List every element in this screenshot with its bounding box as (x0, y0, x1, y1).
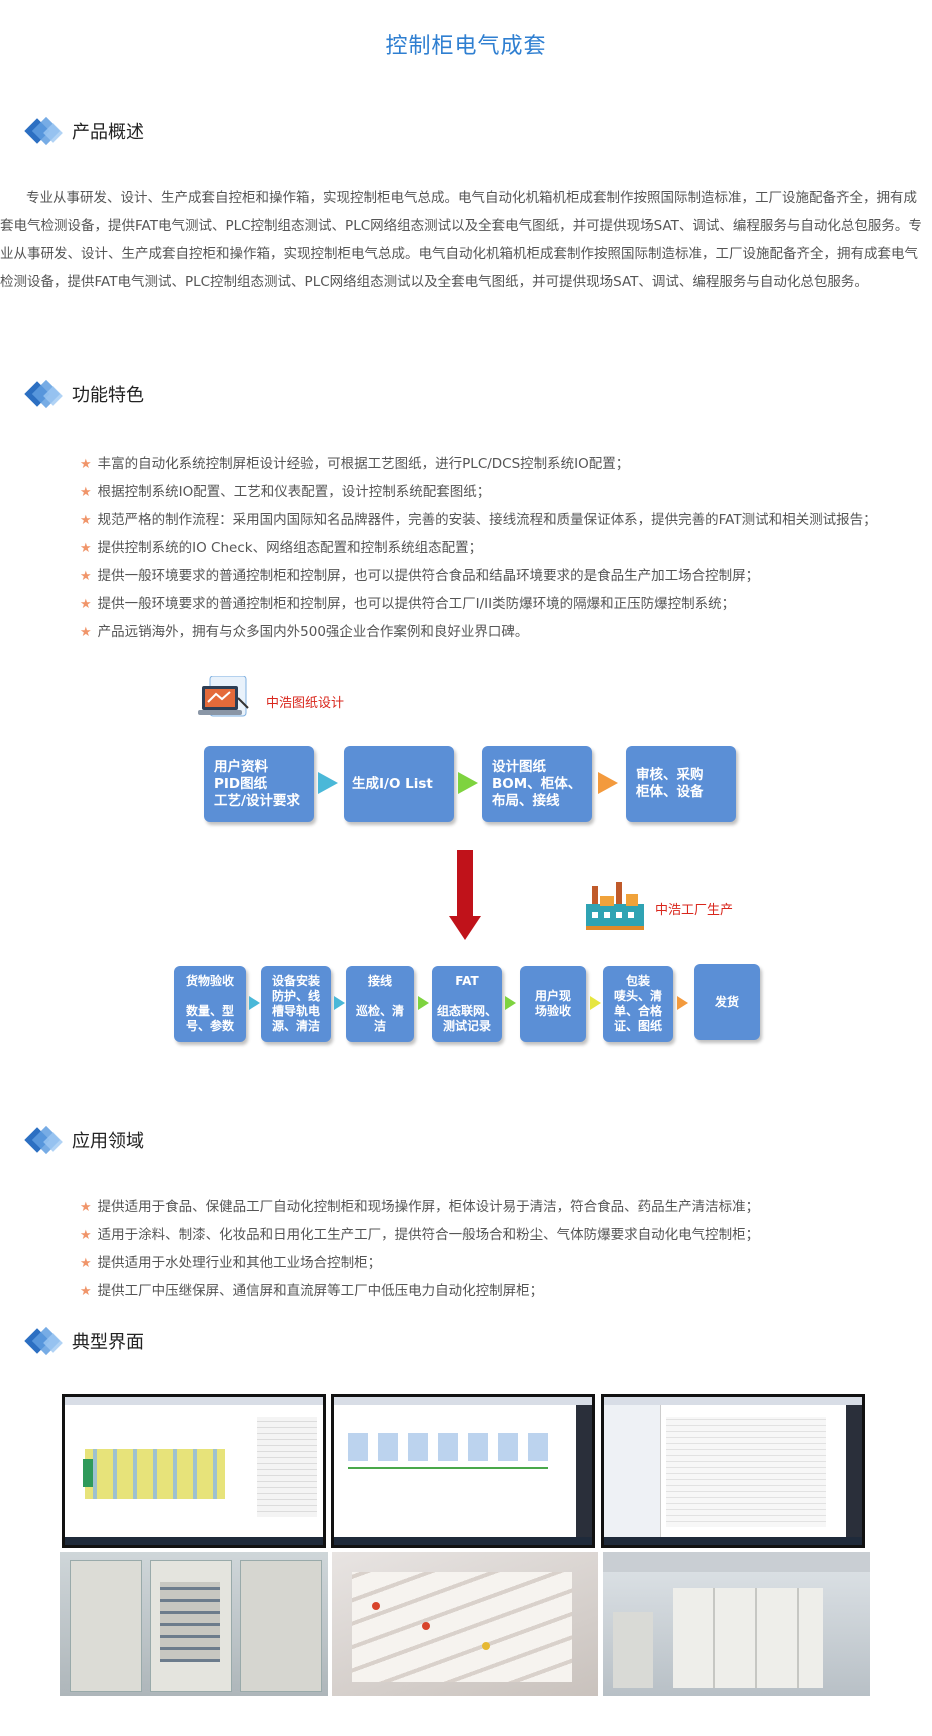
arrow-right-icon (318, 772, 338, 794)
diamond-stack-icon (22, 377, 66, 411)
screenshot-thumbnail-1 (62, 1394, 326, 1548)
star-icon: ★ (80, 1284, 92, 1299)
star-icon: ★ (80, 1200, 92, 1215)
flow-step-2: 生成I/O List (344, 746, 454, 822)
arrow-down-icon (457, 850, 473, 918)
applications-list: ★提供适用于食品、保健品工厂自动化控制柜和现场操作屏，柜体设计易于清洁，符合食品… (80, 1193, 759, 1305)
star-icon: ★ (80, 597, 92, 612)
list-item: ★提供一般环境要求的普通控制柜和控制屏，也可以提供符合食品和结晶环境要求的是食品… (80, 568, 760, 584)
arrow-right-icon (505, 996, 516, 1010)
section-header-applications: 应用领域 (22, 1123, 144, 1157)
laptop-drawing-icon (198, 675, 252, 724)
arrow-right-icon (334, 996, 345, 1010)
list-item: ★产品远销海外，拥有与众多国内外500强企业合作案例和良好业界口碑。 (80, 624, 529, 640)
flow-step-3: 设计图纸 BOM、柜体、 布局、接线 (482, 746, 592, 822)
page-title: 控制柜电气成套 (385, 34, 547, 59)
star-icon: ★ (80, 513, 92, 528)
diamond-stack-icon (22, 1123, 66, 1157)
flow-step-4: 审核、采购 柜体、设备 (626, 746, 736, 822)
production-step-6: 包装 唛头、清 单、合格 证、图纸 (603, 966, 673, 1042)
list-item: ★根据控制系统IO配置、工艺和仪表配置，设计控制系统配套图纸； (80, 484, 491, 500)
diamond-stack-icon (22, 1324, 66, 1358)
arrow-right-icon (458, 772, 478, 794)
list-item: ★适用于涂料、制漆、化妆品和日用化工生产工厂，提供符合一般场合和粉尘、气体防爆要… (80, 1227, 760, 1243)
list-item: ★规范严格的制作流程：采用国内国际知名品牌器件，完善的安装、接线流程和质量保证体… (80, 512, 877, 528)
cabinet-photo-2 (332, 1552, 598, 1696)
flow-step-1: 用户资料 PID图纸 工艺/设计要求 (204, 746, 314, 822)
section-title-typical: 典型界面 (72, 1332, 144, 1353)
list-item: ★提供一般环境要求的普通控制柜和控制屏，也可以提供符合工厂I/II类防爆环境的隔… (80, 596, 736, 612)
overview-paragraph: 专业从事研发、设计、生产成套自控柜和操作箱，实现控制柜电气总成。电气自动化机箱机… (0, 190, 922, 290)
star-icon: ★ (80, 569, 92, 584)
cabinet-photo-3 (603, 1552, 870, 1696)
factory-label: 中浩工厂生产 (655, 903, 734, 918)
factory-icon (586, 882, 644, 930)
arrow-right-icon (418, 996, 429, 1010)
production-step-5: 用户现 场验收 (520, 966, 586, 1042)
section-header-overview: 产品概述 (22, 114, 144, 148)
diamond-stack-icon (22, 114, 66, 148)
section-header-features: 功能特色 (22, 377, 144, 411)
section-header-typical: 典型界面 (22, 1324, 144, 1358)
section-title-features: 功能特色 (72, 385, 144, 406)
production-step-7: 发货 (694, 964, 760, 1040)
list-item: ★提供控制系统的IO Check、网络组态配置和控制系统组态配置； (80, 540, 483, 556)
list-item: ★提供适用于食品、保健品工厂自动化控制柜和现场操作屏，柜体设计易于清洁，符合食品… (80, 1199, 760, 1215)
production-step-1: 货物验收 数量、型 号、参数 (174, 966, 246, 1042)
production-step-2: 设备安装 防护、线 槽导轨电 源、清洁 (261, 966, 331, 1042)
section-title-applications: 应用领域 (72, 1131, 144, 1152)
design-label: 中浩图纸设计 (266, 696, 345, 711)
star-icon: ★ (80, 457, 92, 472)
arrow-right-icon (249, 996, 260, 1010)
screenshot-thumbnail-3 (601, 1394, 865, 1548)
list-item: ★提供适用于水处理行业和其他工业场合控制柜； (80, 1255, 382, 1271)
star-icon: ★ (80, 1228, 92, 1243)
screenshot-thumbnail-2 (331, 1394, 595, 1548)
cabinet-photo-1 (60, 1552, 328, 1696)
arrow-right-icon (598, 772, 618, 794)
star-icon: ★ (80, 625, 92, 640)
arrow-right-icon (677, 996, 688, 1010)
arrow-down-head (449, 916, 481, 940)
list-item: ★提供工厂中压继保屏、通信屏和直流屏等工厂中低压电力自动化控制屏柜； (80, 1283, 544, 1299)
list-item: ★丰富的自动化系统控制屏柜设计经验，可根据工艺图纸，进行PLC/DCS控制系统I… (80, 456, 630, 472)
section-title-overview: 产品概述 (72, 122, 144, 143)
production-step-4: FAT 组态联网、 测试记录 (432, 966, 502, 1042)
arrow-right-icon (590, 996, 601, 1010)
star-icon: ★ (80, 541, 92, 556)
features-list: ★丰富的自动化系统控制屏柜设计经验，可根据工艺图纸，进行PLC/DCS控制系统I… (80, 450, 877, 646)
star-icon: ★ (80, 1256, 92, 1271)
star-icon: ★ (80, 485, 92, 500)
production-step-3: 接线 巡检、清 洁 (346, 966, 414, 1042)
